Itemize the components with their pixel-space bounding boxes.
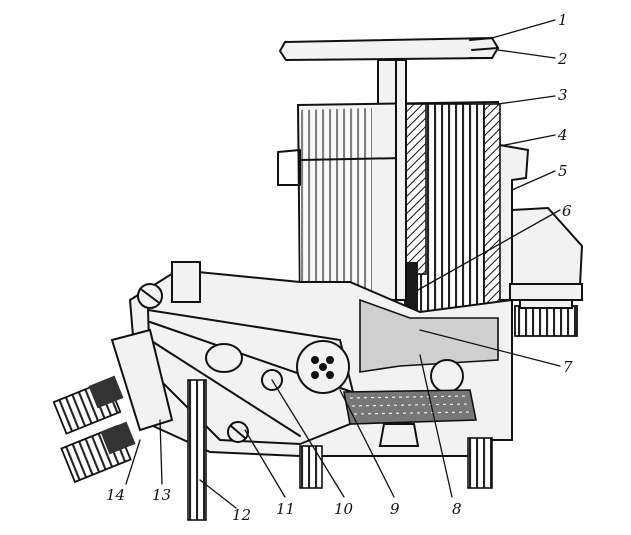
callout-labels: 1 2 3 4 5 6 7 8 9 10 11 12 13 14 xyxy=(106,11,573,524)
callout-3: 3 xyxy=(558,86,568,104)
callout-12: 12 xyxy=(232,506,251,524)
callout-7: 7 xyxy=(563,358,573,376)
pivots xyxy=(137,283,464,443)
callout-13: 13 xyxy=(152,486,171,504)
callout-4: 4 xyxy=(557,126,568,144)
studs xyxy=(171,261,493,521)
callout-5: 5 xyxy=(558,162,568,180)
callout-8: 8 xyxy=(452,500,462,518)
side-fitting xyxy=(509,206,584,337)
hose-fittings xyxy=(52,328,174,484)
callout-1: 1 xyxy=(558,11,568,29)
callout-9: 9 xyxy=(390,500,400,518)
callout-14: 14 xyxy=(106,486,125,504)
top-cap xyxy=(278,36,500,107)
leader-lines xyxy=(125,19,561,509)
callout-10: 10 xyxy=(334,500,354,518)
callout-2: 2 xyxy=(557,50,568,68)
callout-11: 11 xyxy=(276,500,295,518)
callout-6: 6 xyxy=(562,202,572,220)
filter-pad xyxy=(343,389,477,447)
